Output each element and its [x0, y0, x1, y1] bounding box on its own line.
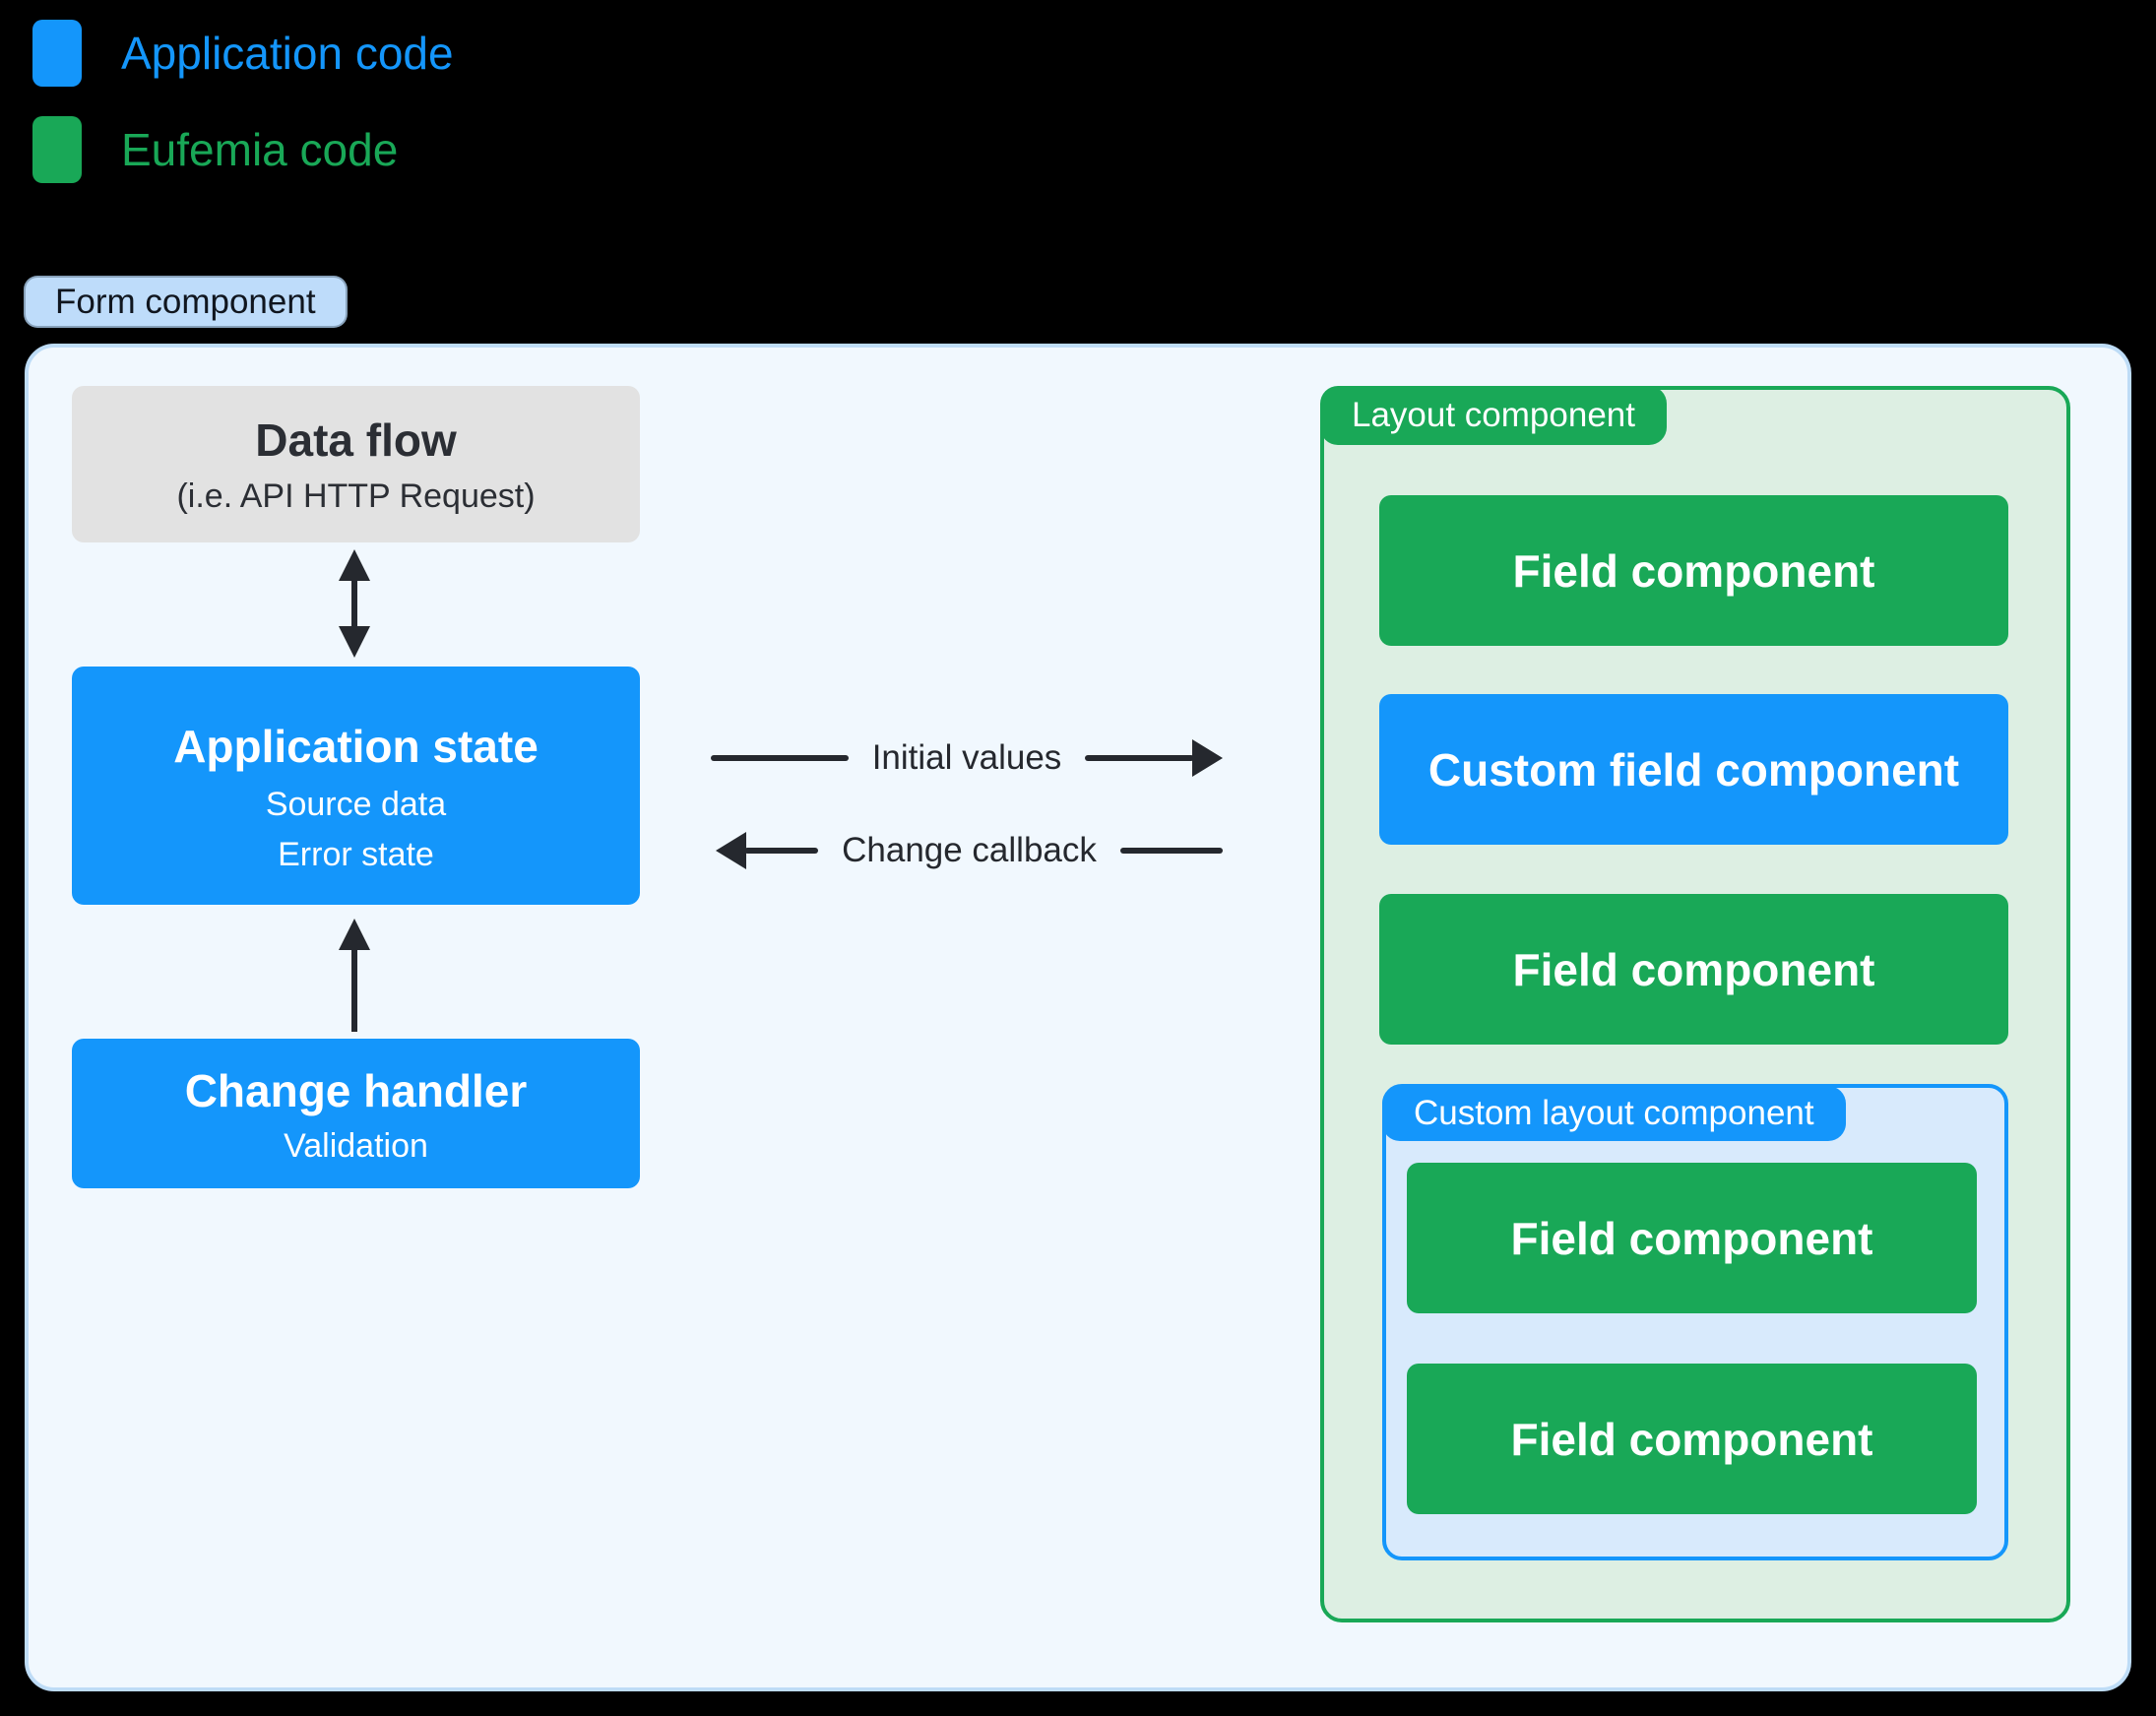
legend-label-eufemia-code: Eufemia code: [121, 124, 399, 175]
legend-label-application-code: Application code: [121, 28, 454, 79]
initial-values-label: Initial values: [871, 738, 1062, 777]
form-component-tag: Form component: [24, 276, 348, 328]
layout-component-container: Layout component Field component Custom …: [1320, 386, 2070, 1622]
data-flow-box: Data flow (i.e. API HTTP Request): [72, 386, 640, 542]
custom-layout-container: Custom layout component Field component …: [1382, 1084, 2008, 1560]
legend-item-application-code: Application code: [32, 20, 454, 87]
application-state-box: Application state Source data Error stat…: [72, 667, 640, 905]
change-handler-title: Change handler: [184, 1065, 528, 1116]
data-flow-subtitle: (i.e. API HTTP Request): [176, 477, 536, 515]
flow-line: [1085, 755, 1195, 761]
change-callback-label: Change callback: [842, 831, 1097, 869]
application-state-error-state: Error state: [278, 836, 434, 873]
field-component-box: Field component: [1407, 1163, 1977, 1313]
flow-line-with-head: [1085, 739, 1224, 777]
initial-values-flow: Initial values: [711, 732, 1224, 784]
field-component-box: Field component: [1379, 495, 2008, 646]
application-code-swatch-icon: [32, 20, 82, 87]
flow-line: [744, 848, 819, 854]
field-component-box: Field component: [1379, 894, 2008, 1045]
arrowhead-right-icon: [1192, 739, 1224, 777]
legend-item-eufemia-code: Eufemia code: [32, 116, 398, 183]
up-arrow-icon: [338, 919, 371, 1037]
custom-layout-component-tag: Custom layout component: [1382, 1086, 1846, 1141]
change-handler-validation: Validation: [284, 1127, 428, 1165]
application-state-source-data: Source data: [265, 786, 447, 823]
change-handler-box: Change handler Validation: [72, 1039, 640, 1188]
eufemia-code-swatch-icon: [32, 116, 82, 183]
layout-component-tag: Layout component: [1320, 386, 1667, 445]
flow-line: [711, 755, 849, 761]
form-component-container: Data flow (i.e. API HTTP Request) Applic…: [25, 344, 2131, 1691]
double-arrow-icon: [338, 549, 371, 663]
custom-field-component-box: Custom field component: [1379, 694, 2008, 845]
change-callback-flow: Change callback: [716, 825, 1223, 876]
flow-line: [1119, 848, 1223, 854]
application-state-title: Application state: [173, 721, 539, 772]
flow-line-with-head: [716, 832, 819, 869]
data-flow-title: Data flow: [255, 414, 457, 466]
field-component-box: Field component: [1407, 1364, 1977, 1514]
arrowhead-left-icon: [716, 832, 746, 869]
